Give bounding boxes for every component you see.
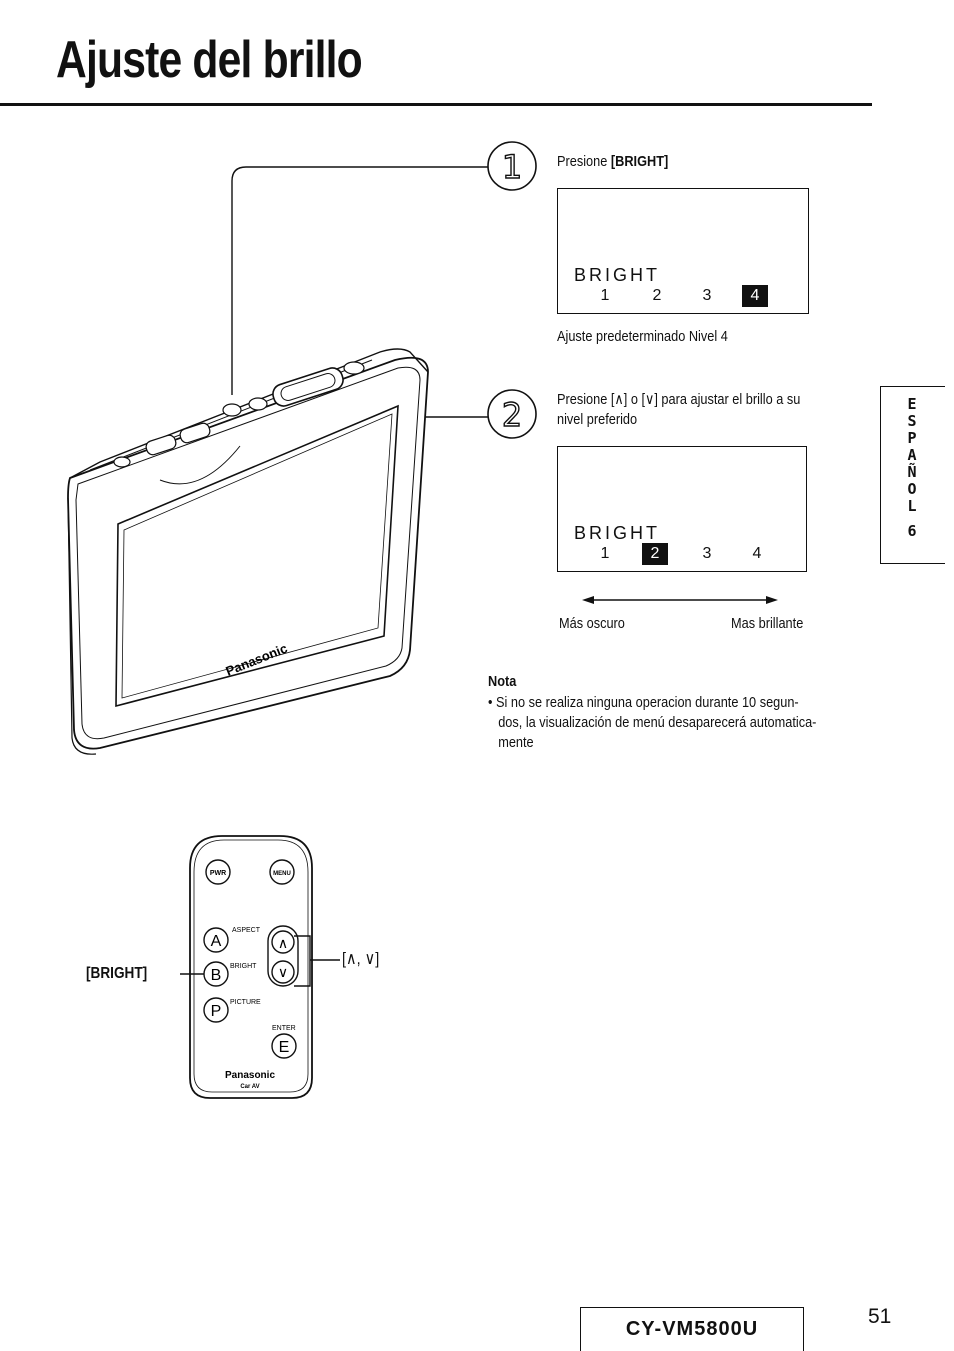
svg-text:P: P — [211, 1003, 222, 1020]
enter-label: ENTER — [272, 1025, 296, 1032]
aspect-label: ASPECT — [232, 927, 261, 934]
svg-text:2: 2 — [502, 396, 522, 434]
svg-text:MENU: MENU — [273, 871, 291, 877]
step2-number-icon: 2 — [487, 389, 537, 439]
step1-caption: Ajuste predeterminado Nivel 4 — [557, 328, 728, 345]
scale-right-label: Mas brillante — [731, 615, 804, 632]
osd-level-1: 1 — [600, 287, 610, 304]
language-side-letters: E S P A Ñ O L 6 — [907, 395, 917, 540]
menu-button-icon: MENU — [269, 859, 295, 885]
osd-level-2-active: 2 — [642, 543, 668, 565]
svg-text:E: E — [279, 1039, 290, 1056]
step2-instruction: Presione [∧] o [∨] para ajustar el brill… — [557, 391, 801, 428]
nota-heading: Nota — [488, 673, 517, 690]
remote-sub-label: Car AV — [240, 1084, 259, 1090]
step1-osd-display: BRIGHT 1 2 3 4 — [557, 188, 809, 314]
language-side-tab — [880, 386, 945, 564]
remote-control: PWR MENU A ASPECT B BRIGHT P PICTURE ∧ ∨… — [180, 835, 340, 1099]
svg-text:1: 1 — [502, 148, 522, 186]
osd-level-4: 4 — [752, 545, 762, 562]
down-button-icon: ∨ — [271, 960, 295, 984]
osd-level-3: 3 — [702, 287, 712, 304]
svg-text:PWR: PWR — [210, 870, 226, 877]
scale-left-label: Más oscuro — [559, 615, 625, 632]
step1-instruction: Presione [BRIGHT] — [557, 153, 669, 170]
a-button-icon: A — [203, 927, 229, 953]
remote-callout-arrows: [∧, ∨] — [342, 949, 380, 968]
brightness-scale-arrow-icon — [582, 596, 778, 604]
p-button-icon: P — [203, 997, 229, 1023]
title-rule — [0, 103, 872, 106]
bright-label: BRIGHT — [230, 963, 257, 970]
svg-text:B: B — [211, 967, 222, 984]
remote-callout-bright: [BRIGHT] — [86, 965, 148, 982]
osd-label: BRIGHT — [574, 523, 661, 543]
svg-text:∨: ∨ — [278, 965, 288, 981]
monitor-body — [67, 348, 429, 755]
b-button-icon: B — [203, 961, 229, 987]
remote-brand: Panasonic — [225, 1070, 275, 1081]
pwr-button-icon: PWR — [205, 859, 231, 885]
osd-level-4-active: 4 — [742, 285, 768, 307]
osd-level-3: 3 — [702, 545, 712, 562]
e-button-icon: E — [271, 1033, 297, 1059]
step1-number-icon: 1 — [487, 141, 537, 191]
nota-body: • Si no se realiza ninguna operacion dur… — [488, 694, 817, 751]
page-title: Ajuste del brillo — [56, 31, 363, 89]
osd-level-2: 2 — [652, 287, 662, 304]
svg-text:∧: ∧ — [278, 936, 288, 952]
up-button-icon: ∧ — [271, 930, 295, 954]
page-number: 51 — [868, 1305, 892, 1328]
picture-label: PICTURE — [230, 999, 261, 1006]
osd-level-1: 1 — [600, 545, 610, 562]
model-number-box: CY-VM5800U — [580, 1307, 804, 1351]
svg-text:A: A — [211, 933, 222, 950]
step2-osd-display: BRIGHT 1 2 3 4 — [557, 446, 807, 572]
osd-label: BRIGHT — [574, 265, 661, 285]
